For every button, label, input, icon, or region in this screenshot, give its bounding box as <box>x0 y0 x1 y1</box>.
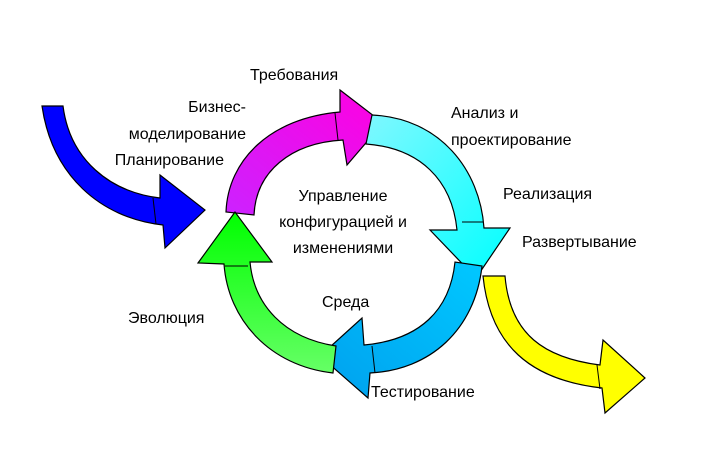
label-analysis-line2: проектирование <box>451 132 572 149</box>
label-environment: Среда <box>322 294 370 311</box>
label-testing: Тестирование <box>371 384 475 401</box>
label-center-line1: Управление <box>298 188 388 205</box>
label-implementation: Реализация <box>503 186 593 203</box>
label-analysis-line1: Анализ и <box>451 105 519 122</box>
exit-arrow <box>482 275 646 415</box>
cycle-segment-evolution <box>196 210 337 374</box>
label-business-modeling-line1: Бизнес- <box>188 99 246 116</box>
label-requirements: Требования <box>250 67 339 84</box>
label-business-modeling-line2: моделирование <box>128 126 246 143</box>
label-deployment: Развертывание <box>522 234 637 251</box>
cycle-segment-requirements <box>225 88 384 216</box>
label-planning: Планирование <box>114 152 224 169</box>
label-evolution: Эволюция <box>128 310 205 327</box>
label-center-line2: конфигурацией и <box>279 214 407 231</box>
entry-arrow <box>41 105 206 250</box>
cycle-segment-testing <box>319 261 483 400</box>
label-center-line3: изменениями <box>292 240 394 257</box>
